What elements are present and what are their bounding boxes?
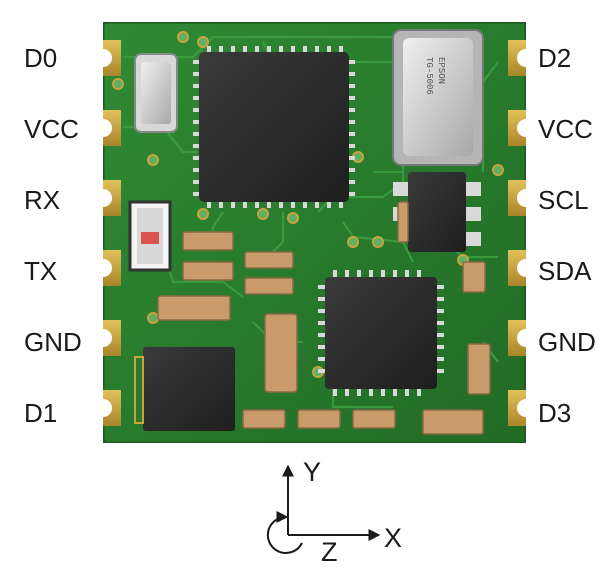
pin-label-d3: D3 xyxy=(538,398,572,428)
x-axis-label: X xyxy=(384,523,403,553)
sensor-chip-small xyxy=(134,347,235,431)
z-axis-label: Z xyxy=(321,537,338,567)
sensor-module-board: EPSON TG-5006 xyxy=(103,22,526,443)
crystal-oscillator: EPSON TG-5006 xyxy=(392,29,484,166)
passive-components xyxy=(157,201,491,435)
pin-label-gnd-left: GND xyxy=(24,327,82,357)
pin-label-vcc-right: VCC xyxy=(538,114,593,144)
pin-label-d0: D0 xyxy=(24,43,58,73)
pin-label-d2: D2 xyxy=(538,43,572,73)
pin-label-gnd-right: GND xyxy=(538,327,596,357)
edge-pads-left xyxy=(103,40,121,426)
z-rotation-arrow xyxy=(266,510,303,554)
svg-text:TG-5006: TG-5006 xyxy=(424,57,434,95)
pin-label-d1: D1 xyxy=(24,398,58,428)
axis-orientation-diagram xyxy=(266,464,381,554)
pin-label-rx: RX xyxy=(24,185,61,215)
edge-pads-right xyxy=(508,40,526,426)
svg-text:EPSON: EPSON xyxy=(436,57,446,84)
main-processor-chip xyxy=(193,46,355,208)
y-axis-label: Y xyxy=(303,457,322,487)
pin-label-scl: SCL xyxy=(538,185,589,215)
pin-label-tx: TX xyxy=(24,256,58,286)
pin-label-vcc-left: VCC xyxy=(24,114,79,144)
pin-label-sda: SDA xyxy=(538,256,592,286)
status-led xyxy=(128,200,172,272)
imu-sensor-chip xyxy=(318,270,444,396)
crystal-small xyxy=(134,53,178,133)
